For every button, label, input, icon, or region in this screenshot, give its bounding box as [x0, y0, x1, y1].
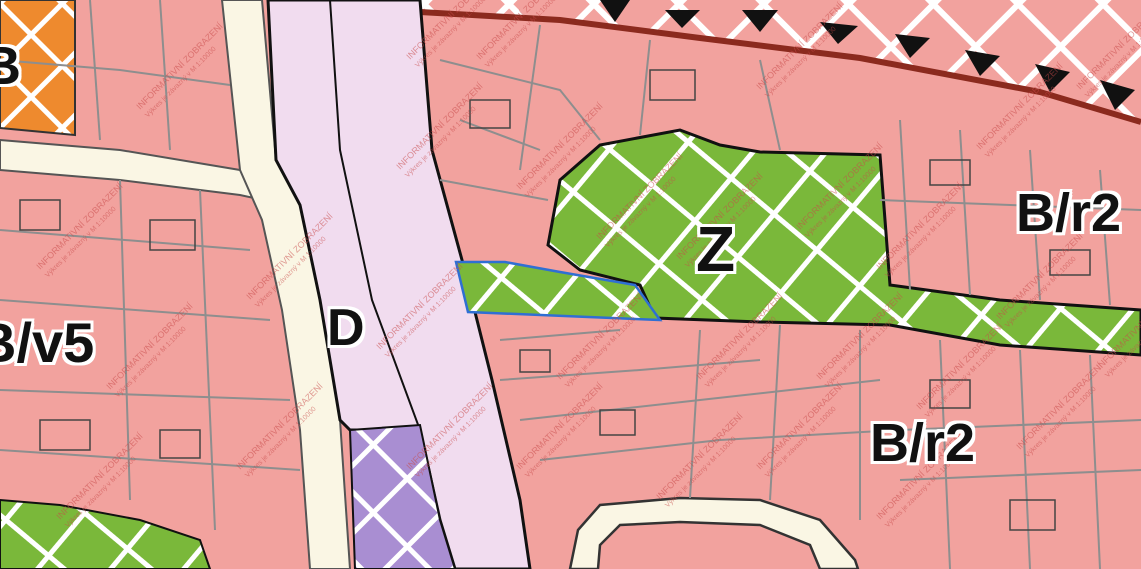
commercial-zone[interactable] — [0, 0, 76, 137]
greenery-zone-southwest[interactable] — [0, 498, 212, 569]
zone-label-br2-south: B/r2 — [870, 413, 976, 473]
zone-label-z: Z — [696, 213, 736, 285]
district-boundary-line — [419, 9, 1141, 125]
building-outlines — [19, 69, 1091, 531]
road-south-loop[interactable] — [568, 496, 860, 569]
zone-label-b: B — [0, 36, 21, 96]
selected-parcel[interactable] — [454, 260, 663, 322]
zone-label-bv5: B/v5 — [0, 311, 95, 374]
civic-zone[interactable] — [348, 423, 457, 569]
zone-label-br2-east: B/r2 — [1016, 183, 1122, 243]
greenery-zone-z[interactable] — [546, 128, 1141, 357]
top-boundary-zone[interactable] — [420, 0, 1141, 120]
zone-label-d: D — [327, 299, 365, 357]
boundary-triangles — [600, 0, 1135, 110]
